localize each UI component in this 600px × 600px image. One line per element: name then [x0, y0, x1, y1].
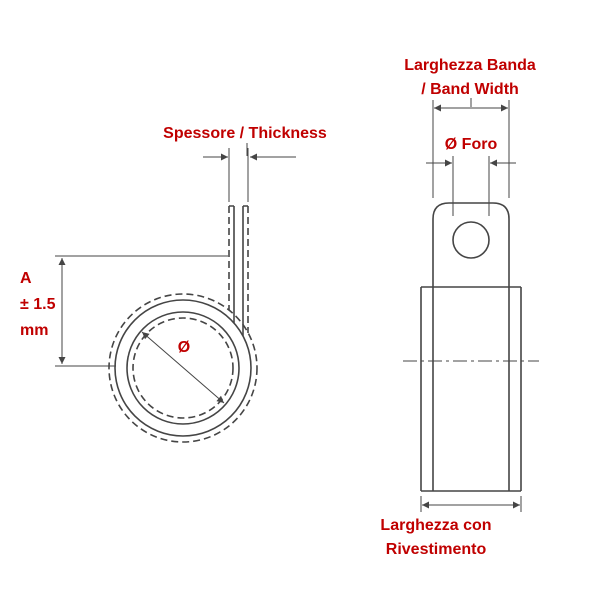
loop-rubber-outer-line	[108, 293, 258, 443]
band-width-label-line1: Larghezza Banda	[404, 57, 536, 74]
front-view	[403, 202, 539, 492]
a-dimension-label-line3: mm	[20, 322, 49, 339]
thickness-label: Spessore / Thickness	[163, 125, 327, 142]
tab-hole	[452, 221, 490, 259]
hole-diameter-label: Ø Foro	[444, 136, 498, 153]
a-dimension-label: A ± 1.5 mm	[20, 266, 55, 344]
side-view-dimensions	[55, 143, 296, 404]
coated-width-label-line2: Rivestimento	[385, 541, 487, 558]
band-width-label-line2: / Band Width	[421, 81, 519, 98]
tab-outline	[432, 202, 510, 287]
coated-width-label: Larghezza con Rivestimento	[336, 514, 536, 562]
loop-diameter-label: Ø	[177, 339, 191, 356]
loop-metal-inner-line	[126, 311, 240, 425]
loop-diameter-arrow	[141, 331, 225, 404]
loop-metal-outer-line	[114, 299, 252, 437]
side-view	[108, 205, 258, 443]
a-dimension-label-line1: A	[20, 270, 32, 287]
band-width-label: Larghezza Banda / Band Width	[370, 54, 570, 102]
coated-width-label-line1: Larghezza con	[380, 517, 492, 534]
front-view-dimensions	[420, 98, 522, 512]
loop-rubber-inner-line	[132, 317, 234, 419]
a-dimension-label-line2: ± 1.5	[20, 296, 56, 313]
